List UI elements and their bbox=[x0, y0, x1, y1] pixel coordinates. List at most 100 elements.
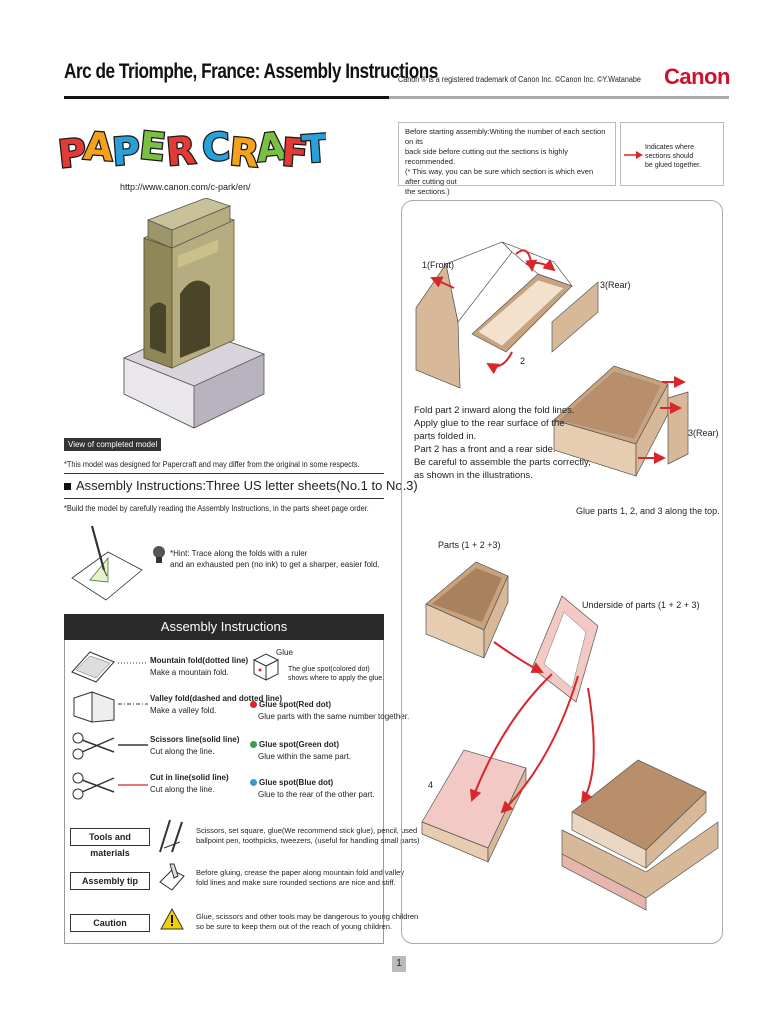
label-front: 1(Front) bbox=[422, 260, 455, 270]
assembly-tip-label: Assembly tip bbox=[70, 872, 150, 890]
note-line: the sections.) bbox=[405, 187, 450, 196]
step-three-box bbox=[425, 561, 509, 659]
underside-label: Underside of parts (1 + 2 + 3) bbox=[582, 600, 700, 610]
step-line: as shown in the illustrations. bbox=[414, 470, 533, 481]
title-rule-grey bbox=[389, 96, 729, 99]
final-stack bbox=[561, 759, 719, 911]
glue-spot-title: Glue spot(Green dot) bbox=[259, 740, 339, 749]
tip-line: fold lines and make sure rounded section… bbox=[196, 878, 396, 887]
hint-line: and an exhausted pen (no ink) to get a s… bbox=[170, 560, 380, 569]
caution-label: Caution bbox=[70, 914, 150, 932]
tools-icon bbox=[159, 819, 183, 853]
model-disclaimer: *This model was designed for Papercraft … bbox=[64, 460, 360, 469]
canon-logo: Canon bbox=[664, 64, 730, 89]
green-dot-icon bbox=[250, 741, 257, 749]
lightbulb-icon bbox=[153, 546, 165, 563]
symbol-desc: Cut along the line. bbox=[150, 785, 215, 794]
step-line: parts folded in. bbox=[414, 431, 477, 442]
symbol-desc: Make a valley fold. bbox=[150, 706, 217, 715]
divider bbox=[64, 473, 384, 474]
glue-desc: The glue spot(colored dot) bbox=[288, 666, 370, 673]
logo-letter: R bbox=[228, 130, 261, 176]
symbol-desc: Cut along the line. bbox=[150, 747, 215, 756]
step-instructions: Fold part 2 inward along the fold lines.… bbox=[414, 404, 591, 482]
logo-letter: T bbox=[301, 126, 326, 172]
parts-label: Parts (1 + 2 +3) bbox=[438, 540, 501, 550]
valley-fold-line bbox=[118, 703, 148, 705]
step-four-tray bbox=[421, 749, 527, 863]
logo-letter: F bbox=[280, 130, 309, 176]
glue-spot-blue: Glue spot(Blue dot) bbox=[250, 778, 333, 787]
logo-letter: C bbox=[201, 125, 231, 170]
symbol-desc: Make a mountain fold. bbox=[150, 668, 229, 677]
logo-letter: P bbox=[111, 128, 142, 174]
glue-label: Glue bbox=[276, 648, 293, 657]
cut-in-scissors-icon bbox=[72, 772, 115, 800]
step-two-box bbox=[553, 365, 689, 477]
arrow-legend: Indicates where sections should be glued… bbox=[620, 122, 724, 186]
note-line: back side before cutting out the section… bbox=[405, 147, 569, 166]
note-line: Before starting assembly:Writing the num… bbox=[405, 127, 606, 146]
diagram-frame bbox=[401, 200, 723, 944]
logo-letter: E bbox=[137, 123, 167, 169]
legend-line: be glued together. bbox=[645, 162, 702, 169]
legend-line: Indicates where sections should bbox=[645, 144, 695, 160]
glue-spot-desc: Glue within the same part. bbox=[258, 752, 351, 761]
symbol-title: Valley fold(dashed and dotted line) bbox=[150, 694, 283, 703]
hint-line: *Hint: Trace along the folds with a rule… bbox=[170, 549, 308, 558]
valley-fold-icon bbox=[73, 691, 115, 723]
underside-frame bbox=[531, 595, 599, 703]
blue-dot-icon bbox=[250, 779, 257, 787]
assembly-diagrams bbox=[415, 241, 719, 911]
glue-top-label: Glue parts 1, 2, and 3 along the top. bbox=[576, 506, 720, 516]
scissors-line bbox=[118, 744, 148, 746]
glue-cube-icon bbox=[252, 653, 280, 681]
mountain-fold-line bbox=[118, 662, 148, 664]
tip-line: Before gluing, crease the paper along mo… bbox=[196, 868, 405, 877]
panel-title: Assembly Instructions bbox=[64, 614, 384, 640]
logo-letter: A bbox=[82, 124, 115, 170]
tools-line: ballpoint pen, toothpicks, tweezers, (us… bbox=[196, 836, 420, 845]
label-part-two: 2 bbox=[520, 356, 526, 366]
page-title: Arc de Triomphe, France: Assembly Instru… bbox=[64, 60, 438, 83]
ruler-fold-illustration bbox=[71, 525, 143, 601]
label-part-four: 4 bbox=[428, 780, 434, 790]
caution-desc: Glue, scissors and other tools may be da… bbox=[196, 912, 418, 932]
glue-spot-desc: Glue parts with the same number together… bbox=[258, 712, 410, 721]
symbol-title: Mountain fold(dotted line) bbox=[150, 656, 249, 665]
caution-line: so be sure to keep them out of the reach… bbox=[196, 922, 392, 931]
mountain-fold-icon bbox=[71, 651, 115, 683]
sheets-heading: Assembly Instructions:Three US letter sh… bbox=[64, 478, 418, 493]
glue-spot-green: Glue spot(Green dot) bbox=[250, 740, 339, 749]
page-number: 1 bbox=[392, 956, 406, 972]
label-rear: 3(Rear) bbox=[600, 280, 631, 290]
red-dot-icon bbox=[250, 701, 257, 709]
sheets-heading-text: Assembly Instructions:Three US letter sh… bbox=[76, 478, 418, 493]
symbol-title: Cut in line(solid line) bbox=[150, 773, 229, 782]
tools-line: Scissors, set square, glue(We recommend … bbox=[196, 826, 418, 835]
symbol-title: Scissors line(solid line) bbox=[150, 735, 240, 744]
before-assembly-note: Before starting assembly:Writing the num… bbox=[398, 122, 616, 196]
step-line: Fold part 2 inward along the fold lines. bbox=[414, 405, 575, 416]
site-url[interactable]: http://www.canon.com/c-park/en/ bbox=[120, 182, 251, 192]
glue-spot-title: Glue spot(Blue dot) bbox=[259, 778, 334, 787]
step-line: Part 2 has a front and a rear side. bbox=[414, 444, 556, 455]
warning-icon bbox=[160, 908, 184, 930]
square-bullet-icon bbox=[64, 483, 71, 491]
copyright-notice: Canon ® is a registered trademark of Can… bbox=[398, 75, 641, 84]
cut-in-line bbox=[118, 784, 148, 786]
logo-letter: P bbox=[56, 130, 88, 177]
note-line: (* This way, you can be sure which secti… bbox=[405, 167, 594, 186]
tools-desc: Scissors, set square, glue(We recommend … bbox=[196, 826, 419, 846]
title-rule bbox=[64, 96, 389, 99]
build-note: *Build the model by carefully reading th… bbox=[64, 504, 369, 513]
paper-craft-logo: P A P E R C R A F T bbox=[56, 122, 326, 178]
glue-spot-red: Glue spot(Red dot) bbox=[250, 700, 331, 709]
hint-text: *Hint: Trace along the folds with a rule… bbox=[170, 548, 379, 570]
scissors-icon bbox=[72, 732, 115, 760]
logo-letter: A bbox=[254, 124, 288, 171]
divider bbox=[64, 498, 384, 499]
step-line: Apply glue to the rear surface of the bbox=[414, 418, 565, 429]
crease-hand-icon bbox=[159, 863, 185, 891]
glue-spot-title: Glue spot(Red dot) bbox=[259, 700, 331, 709]
